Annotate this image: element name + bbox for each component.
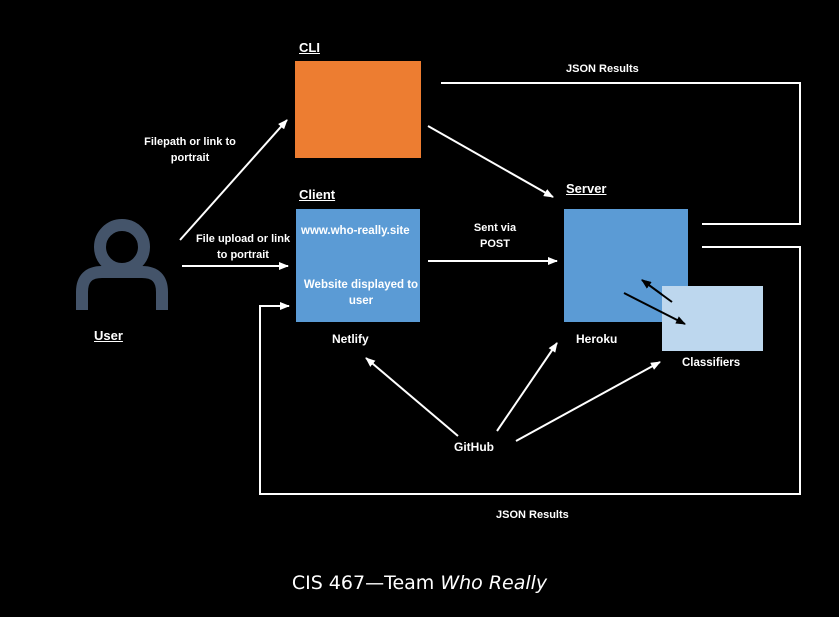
footer-title: CIS 467—Team Who Really (0, 572, 839, 594)
user-icon (76, 219, 168, 310)
arrow-cli-to-server (427, 125, 554, 198)
github-label: GitHub (454, 440, 494, 454)
arrow-github-to-classifiers (515, 361, 661, 442)
arrow-classifiers-head (641, 279, 673, 303)
netlify-label: Netlify (332, 332, 369, 346)
arrow-github-to-heroku (496, 342, 558, 432)
footer-emphasis: Who Really (440, 572, 548, 594)
client-url-text: www.who-really.site (301, 225, 410, 237)
client-box (296, 209, 420, 322)
arrow-server-to-client (259, 246, 801, 495)
edge-label-user-to-cli: Filepath or link to portrait (144, 136, 236, 164)
arrow-server-to-cli (441, 82, 801, 225)
client-description: Website displayed to user (303, 279, 419, 307)
arrow-github-to-netlify (365, 357, 459, 437)
arrow-user-to-cli (179, 119, 288, 241)
edge-label-server-to-client: JSON Results (496, 509, 569, 521)
classifiers-label: Classifiers (682, 357, 741, 369)
client-heading: Client (299, 187, 336, 202)
user-label: User (94, 328, 123, 343)
cli-box (295, 61, 421, 158)
footer-prefix: CIS 467—Team (291, 572, 441, 594)
cli-heading: CLI (299, 40, 320, 55)
arrow-server-to-classifiers-overlay (623, 292, 686, 325)
heroku-label: Heroku (576, 332, 618, 346)
edge-label-server-to-cli: JSON Results (566, 63, 639, 75)
server-heading: Server (566, 181, 607, 196)
edge-label-client-to-server: Sent via POST (473, 222, 517, 250)
edge-label-user-to-client: File upload or link to portrait (195, 233, 291, 261)
